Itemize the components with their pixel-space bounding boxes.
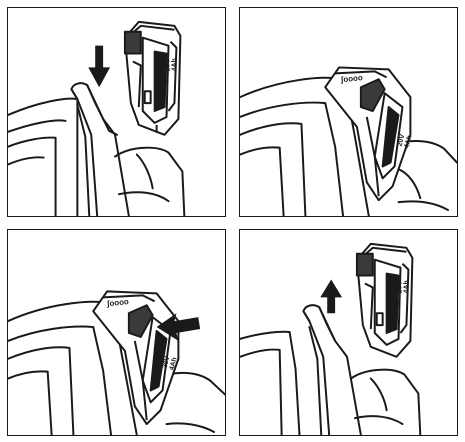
step-1-illustration: 20V 4Ah	[8, 20, 186, 216]
battery-voltage-label: 20V	[164, 59, 171, 72]
battery-capacity-label: 4Ah	[169, 357, 179, 371]
battery-logo: ʃoooo	[339, 73, 363, 84]
tool-body	[240, 330, 291, 340]
step-3-illustration: ʃoooo 20V 4Ah	[8, 290, 225, 435]
battery-capacity-label: 4Ah	[171, 58, 178, 71]
battery-logo: ʃoooo	[105, 297, 129, 308]
panel-step-4: 20V 4Ah	[239, 229, 458, 436]
battery-rail	[302, 304, 362, 435]
battery-pack-icon	[324, 66, 412, 202]
panel-step-3: ʃoooo 20V 4Ah	[7, 229, 226, 436]
battery-capacity-label: 4Ah	[404, 135, 414, 149]
battery-rail	[70, 82, 130, 216]
step-4-illustration: 20V 4Ah	[240, 242, 422, 435]
panel-step-2: ʃoooo 20V 4Ah	[239, 7, 458, 217]
panel-step-1: 20V 4Ah	[7, 7, 226, 217]
battery-voltage-label: 20V	[397, 133, 407, 147]
battery-pack-icon	[123, 20, 182, 136]
step-2-illustration: ʃoooo 20V 4Ah	[240, 66, 457, 216]
up-arrow-icon	[320, 279, 343, 314]
battery-voltage-label: 20V	[396, 281, 403, 294]
battery-capacity-label: 4Ah	[403, 280, 410, 293]
left-arrow-icon	[156, 313, 201, 341]
down-arrow-icon	[88, 45, 111, 88]
battery-pack-icon	[355, 242, 414, 358]
battery-voltage-label: 20V	[162, 355, 172, 369]
battery-pack-icon	[92, 290, 180, 426]
